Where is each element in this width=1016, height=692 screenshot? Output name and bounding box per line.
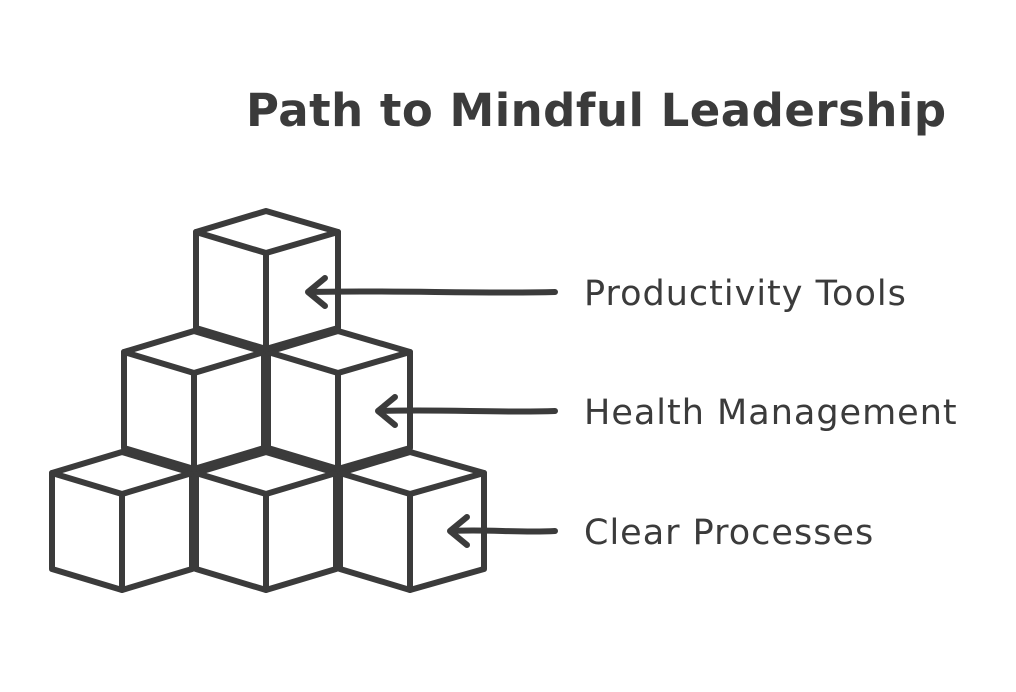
cube-bottom-right	[337, 449, 487, 593]
arrow-left-icon	[305, 275, 558, 309]
diagram-title: Path to Mindful Leadership	[246, 84, 947, 137]
arrow-left-icon	[447, 514, 558, 548]
cube-top	[193, 208, 341, 352]
arrow-left-icon	[375, 394, 558, 428]
cube-bottom-middle	[193, 449, 339, 593]
cube-middle-left	[121, 328, 267, 472]
level-label-productivity-tools: Productivity Tools	[584, 274, 907, 314]
level-label-health-management: Health Management	[584, 393, 958, 433]
level-label-clear-processes: Clear Processes	[584, 513, 875, 553]
cube-bottom-left	[49, 449, 195, 593]
